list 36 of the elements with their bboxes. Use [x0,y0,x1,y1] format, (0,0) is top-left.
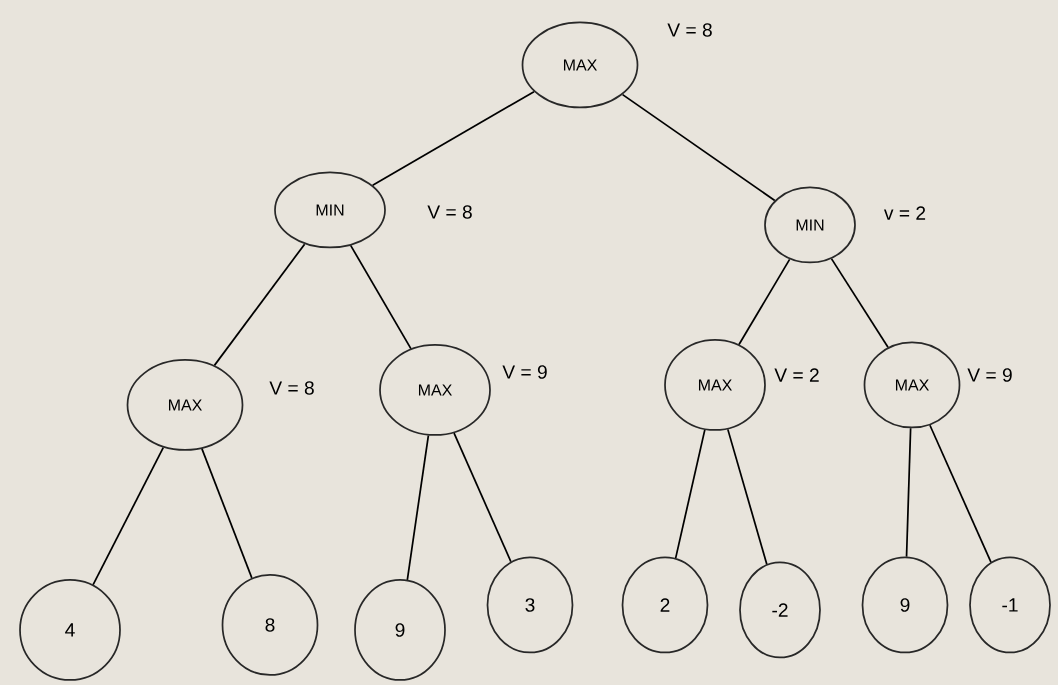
leaf-node: 9 [861,556,949,654]
value-label: V = 8 [427,205,472,219]
leaf-node: 3 [486,556,574,654]
tree-edge [830,257,889,349]
value-label: V = 2 [774,368,819,382]
tree-edge [738,258,791,346]
tree-edge [929,424,992,564]
tree-edge [621,93,776,202]
leaf-node: 8 [221,574,319,676]
leaf-node: -2 [739,561,821,659]
tree-node: MAX [521,21,639,109]
tree-node: MAX [126,359,244,451]
tree-edge [349,244,412,350]
value-label: V = 9 [502,365,547,379]
tree-edge [905,427,912,558]
tree-edge [201,448,253,579]
tree-edge [674,429,706,559]
tree-node: MAX [863,341,961,429]
tree-node: MAX [664,339,766,431]
tree-node: MAX [379,344,491,436]
leaf-node: 2 [621,556,709,654]
tree-edge [726,428,768,566]
tree-edge [92,446,165,586]
tree-node: MIN [274,171,386,249]
value-label: V = 8 [667,23,712,37]
tree-edge [213,243,306,367]
leaf-node: 9 [354,579,446,681]
tree-node: MIN [764,186,856,264]
tree-edge [371,90,535,187]
leaf-node: 4 [19,579,121,681]
tree-edge [453,432,512,563]
value-label: V = 8 [269,381,314,395]
value-label: V = 9 [967,368,1012,382]
value-label: v = 2 [884,206,926,220]
leaf-node: -1 [969,556,1051,654]
tree-edge [406,434,430,581]
